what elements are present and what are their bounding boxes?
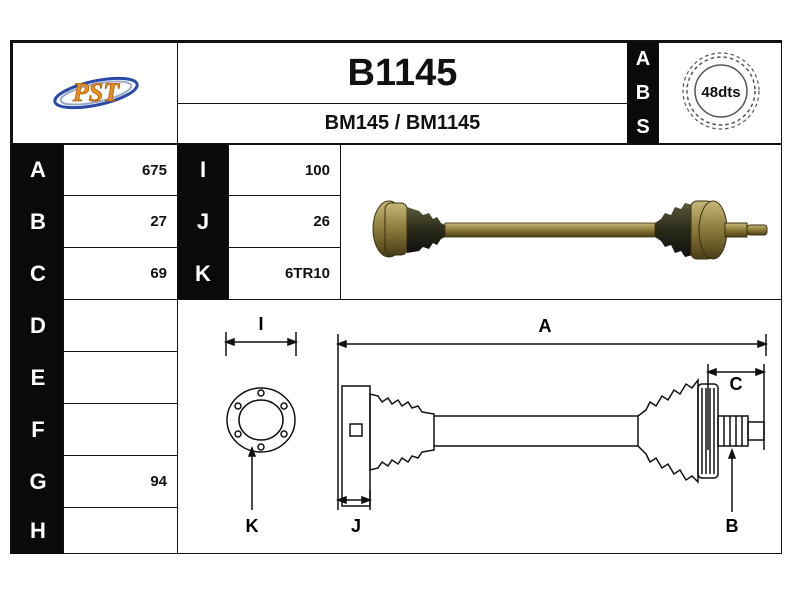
row-label-c: C	[12, 248, 64, 300]
row-value-g: 94	[63, 455, 178, 508]
technical-drawing-cell: I A C K J B	[177, 299, 782, 554]
row-label-b: B	[12, 196, 64, 248]
row-value-b: 27	[63, 195, 178, 248]
row-label-a: A	[12, 144, 64, 196]
row-label-i: I	[177, 144, 229, 196]
product-photo-cell	[340, 144, 782, 300]
gear-icon: 48dts	[682, 52, 760, 130]
row-label-j: J	[177, 196, 229, 248]
logo-cell: PST	[12, 42, 178, 144]
reference-numbers: BM145 / BM1145	[177, 103, 628, 144]
row-label-e: E	[12, 352, 64, 404]
drawing-label-k: K	[246, 516, 259, 536]
row-value-a: 675	[63, 144, 178, 196]
row-value-j: 26	[228, 195, 341, 248]
part-number: B1145	[177, 42, 628, 104]
drive-shaft-photo	[372, 200, 768, 260]
drawing-label-i: I	[258, 314, 263, 334]
drawing-label-b: B	[726, 516, 739, 536]
abs-letter-a: A	[635, 47, 651, 70]
row-value-d	[63, 299, 178, 352]
row-value-c: 69	[63, 247, 178, 300]
spec-sheet: PST B1145 BM145 / BM1145 A B S 48dts A 6…	[10, 40, 782, 554]
row-value-f	[63, 403, 178, 456]
abs-teeth-count: 48dts	[701, 84, 740, 101]
drawing-label-c: C	[730, 374, 743, 394]
abs-letter-s: S	[636, 115, 650, 138]
row-value-h	[63, 507, 178, 554]
technical-drawing: I A C K J B	[223, 314, 769, 536]
abs-teeth-cell: 48dts	[658, 42, 782, 144]
logo-text: PST	[72, 78, 120, 107]
row-label-f: F	[12, 404, 64, 456]
drawing-label-a: A	[539, 316, 552, 336]
row-label-g: G	[12, 456, 64, 508]
drawing-label-j: J	[351, 516, 361, 536]
row-value-e	[63, 351, 178, 404]
row-value-k: 6TR10	[228, 247, 341, 300]
row-label-k: K	[177, 248, 229, 300]
abs-letter-b: B	[635, 81, 651, 104]
row-value-i: 100	[228, 144, 341, 196]
row-label-h: H	[12, 508, 64, 554]
pst-logo: PST	[53, 76, 139, 110]
row-label-d: D	[12, 300, 64, 352]
abs-indicator: A B S	[627, 42, 659, 144]
